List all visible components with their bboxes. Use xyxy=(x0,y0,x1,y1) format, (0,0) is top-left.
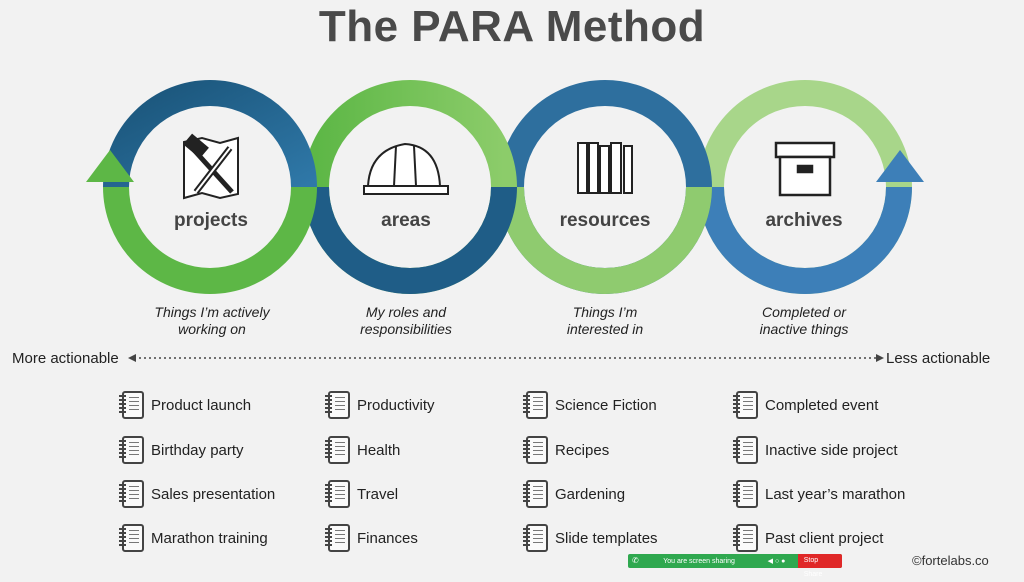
notebook-icon xyxy=(523,524,548,552)
notebook-icon xyxy=(733,436,758,464)
list-item: Product launch xyxy=(119,390,252,420)
list-item-label: Science Fiction xyxy=(555,396,657,414)
notebook-icon xyxy=(733,391,758,419)
notebook-icon xyxy=(119,436,144,464)
list-item: Marathon training xyxy=(119,523,268,553)
list-item: Recipes xyxy=(523,435,610,465)
notebook-icon xyxy=(119,480,144,508)
description-areas: My roles and responsibilities xyxy=(306,304,506,338)
axis-label-more-actionable: More actionable xyxy=(12,350,119,367)
notebook-icon xyxy=(119,391,144,419)
category-label-areas: areas xyxy=(381,210,431,231)
list-item: Travel xyxy=(325,479,399,509)
list-item-label: Gardening xyxy=(555,485,626,503)
stop-share-button[interactable]: Stop Share xyxy=(797,554,842,578)
list-item: Past client project xyxy=(733,523,884,553)
list-item-label: Health xyxy=(357,441,401,459)
right-arrow-head xyxy=(876,150,924,182)
archive-box-icon xyxy=(774,141,836,197)
category-label-resources: resources xyxy=(559,210,651,231)
description-line: My roles and xyxy=(365,304,447,320)
list-item: Completed event xyxy=(733,390,879,420)
share-controls-icon[interactable]: ◀ ○ ● xyxy=(767,558,786,565)
list-item-label: Travel xyxy=(357,485,399,503)
description-line: Things I’m actively xyxy=(154,304,270,320)
list-item: Inactive side project xyxy=(733,435,898,465)
list-item: Gardening xyxy=(523,479,626,509)
list-item-label: Inactive side project xyxy=(765,441,898,459)
description-line: Completed or xyxy=(761,304,847,320)
books-icon xyxy=(577,142,633,194)
axis-arrow-left xyxy=(128,354,136,362)
list-item-label: Recipes xyxy=(555,441,610,459)
list-item-label: Productivity xyxy=(357,396,435,414)
description-resources: Things I’m interested in xyxy=(505,304,705,338)
axis-arrow-right xyxy=(876,354,884,362)
ring-projects-lower xyxy=(103,186,317,294)
list-item-label: Past client project xyxy=(765,529,884,547)
axis-label-less-actionable: Less actionable xyxy=(886,350,991,367)
list-item-label: Product launch xyxy=(151,396,252,414)
notebook-icon xyxy=(523,480,548,508)
list-item-label: Finances xyxy=(357,529,418,547)
description-line: responsibilities xyxy=(360,321,452,337)
notebook-icon xyxy=(325,480,350,508)
list-item: Finances xyxy=(325,523,418,553)
notebook-icon xyxy=(733,480,758,508)
page-title: The PARA Method xyxy=(318,2,706,51)
notebook-icon xyxy=(325,524,350,552)
notebook-icon xyxy=(119,524,144,552)
list-item: Science Fiction xyxy=(523,390,657,420)
notebook-icon xyxy=(733,524,758,552)
list-item: Birthday party xyxy=(119,435,244,465)
list-item: Sales presentation xyxy=(119,479,276,509)
list-item-label: Completed event xyxy=(765,396,879,414)
hammer-pencil-icon xyxy=(183,133,239,200)
list-item-label: Sales presentation xyxy=(151,485,276,503)
ring-archives-lower xyxy=(698,186,912,294)
list-item: Last year’s marathon xyxy=(733,479,906,509)
list-item-label: Birthday party xyxy=(151,441,244,459)
notebook-icon xyxy=(325,391,350,419)
description-line: inactive things xyxy=(759,321,849,337)
category-label-archives: archives xyxy=(765,210,843,231)
category-label-projects: projects xyxy=(174,210,248,231)
notebook-icon xyxy=(523,391,548,419)
screen-share-bar: ✆ You are screen sharing ◀ ○ ● Stop Shar… xyxy=(628,554,842,578)
list-item: Productivity xyxy=(325,390,435,420)
list-item-label: Slide templates xyxy=(555,529,658,547)
list-item: Slide templates xyxy=(523,523,658,553)
ring-projects-upper xyxy=(103,80,317,188)
description-line: interested in xyxy=(566,321,644,337)
ring-areas-lower xyxy=(303,186,517,294)
ring-resources-lower xyxy=(498,186,712,294)
left-arrow-head xyxy=(86,150,134,182)
screen-share-message: You are screen sharing xyxy=(663,557,735,565)
notebook-icon xyxy=(325,436,350,464)
description-line: Things I’m xyxy=(572,304,638,320)
list-item: Health xyxy=(325,435,401,465)
notebook-icon xyxy=(523,436,548,464)
description-projects: Things I’m actively working on xyxy=(112,304,312,338)
hard-hat-icon xyxy=(363,142,449,195)
list-item-label: Marathon training xyxy=(151,529,268,547)
list-item-label: Last year’s marathon xyxy=(765,485,906,503)
description-archives: Completed or inactive things xyxy=(704,304,904,338)
description-line: working on xyxy=(178,321,246,337)
phone-icon: ✆ xyxy=(632,556,639,565)
credit-text: ©fortelabs.co xyxy=(912,553,989,568)
